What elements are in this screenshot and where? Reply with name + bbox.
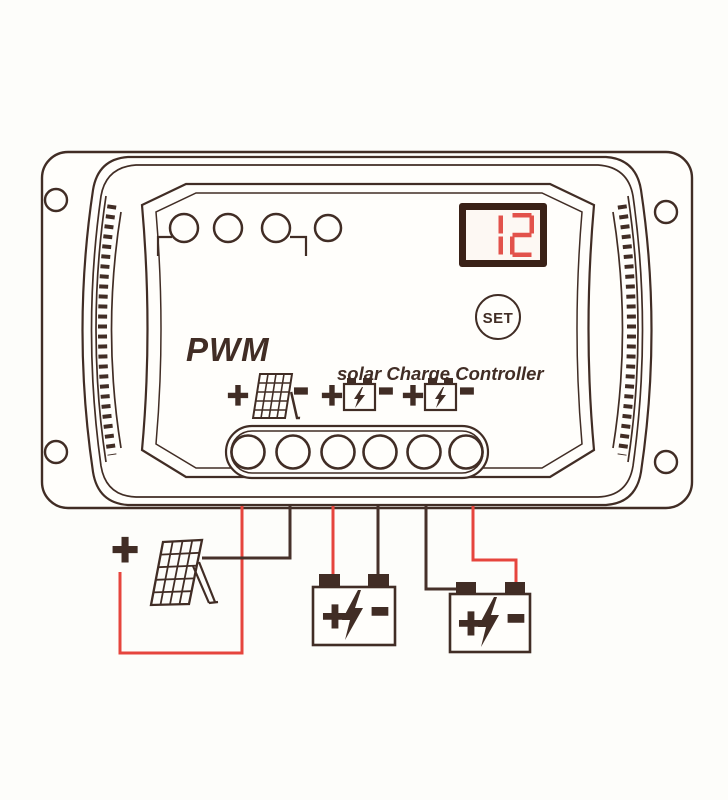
- heat-fins-right: [612, 195, 639, 463]
- solar-panel-icon: [149, 538, 219, 607]
- wire-battery2-negative: [424, 506, 458, 591]
- terminal-hole: [362, 434, 398, 470]
- terminal-hole: [320, 434, 356, 470]
- screw-hole: [653, 449, 679, 475]
- terminal-hole: [230, 434, 266, 470]
- screw-hole: [43, 439, 69, 465]
- battery1-minus-label: -: [378, 359, 395, 415]
- lightning-bolt-icon: [354, 387, 365, 408]
- battery-2: + -: [448, 579, 532, 654]
- battery-icon: [342, 378, 377, 412]
- brand-label: PWM: [186, 331, 270, 368]
- seven-segment-display: [459, 203, 547, 267]
- battery-1: + -: [311, 572, 397, 647]
- led-bracket-right: [290, 235, 308, 256]
- product-title: solar Charge Controller: [337, 363, 545, 384]
- solar-plus-label: +: [227, 375, 249, 417]
- front-panel-inner-border: [155, 192, 583, 469]
- red-led: [260, 212, 292, 244]
- device-body-inner-line: [90, 164, 644, 498]
- set-button: SET: [475, 294, 521, 340]
- battery2-minus-label: -: [459, 359, 476, 415]
- wire-battery2-positive: [471, 506, 518, 582]
- battery2-minus-symbol: -: [506, 580, 526, 647]
- lightning-bolt-icon: [478, 597, 499, 647]
- solar-panel-plus-label: +: [112, 523, 139, 575]
- battery1-plus-symbol: +: [322, 592, 348, 641]
- battery2-terminal-left: [456, 582, 476, 595]
- lightning-bolt-icon: [342, 590, 363, 640]
- battery1-minus-symbol: -: [370, 573, 390, 640]
- terminal-hole: [275, 434, 311, 470]
- terminal-hole: [406, 434, 442, 470]
- screw-hole: [653, 199, 679, 225]
- battery1-terminal-left: [319, 574, 340, 588]
- screw-hole: [43, 187, 69, 213]
- panel-leg: [191, 561, 219, 605]
- solar-panel-icon: [251, 373, 301, 420]
- set-button-face: [475, 294, 521, 340]
- led-indicator-row: [156, 212, 343, 256]
- green-led: [168, 212, 200, 244]
- off-led: [313, 213, 343, 243]
- lightning-bolt-icon: [435, 387, 446, 408]
- terminal-icon-row: + - + - + -: [226, 358, 476, 420]
- wire-solar-positive: [118, 506, 244, 655]
- terminal-hole: [448, 434, 484, 470]
- battery-icon: [423, 378, 458, 412]
- set-button-label: SET: [483, 310, 514, 327]
- display-digits: [498, 213, 534, 257]
- led-bracket-left: [156, 235, 172, 256]
- battery1-plus-label: +: [321, 375, 343, 417]
- controller-device: SET PWM solar Charge Controller + - + - …: [40, 150, 694, 510]
- orange-led: [212, 212, 244, 244]
- battery2-plus-label: +: [402, 375, 424, 417]
- heat-fins-left: [95, 195, 122, 463]
- wiring: [118, 506, 518, 655]
- battery2-terminal-right: [505, 582, 525, 595]
- battery1-terminal-right: [368, 574, 389, 588]
- wire-solar-negative: [202, 506, 292, 560]
- solar-minus-label: -: [293, 359, 310, 415]
- terminal-block: [224, 424, 490, 480]
- solar-panel: +: [111, 522, 219, 607]
